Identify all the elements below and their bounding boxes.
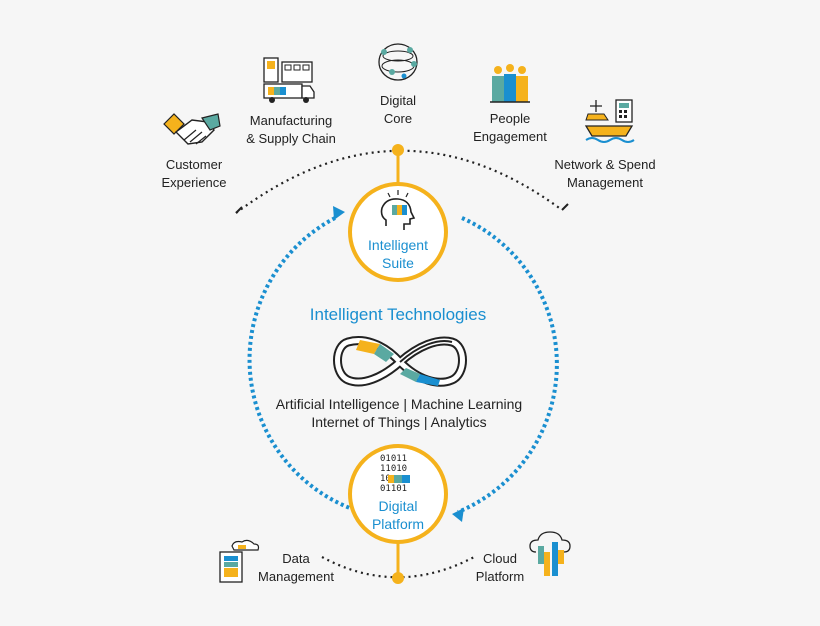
label-digital-core: Digital Core [379,93,417,126]
technologies-line-1: Artificial Intelligence | Machine Learni… [275,396,523,412]
label-network-spend: Network & Spend Management [554,157,656,190]
technologies-title: Intelligent Technologies [309,305,487,324]
cycle-arrow-top [333,206,345,220]
brain-head-icon [380,190,416,230]
binary-block-teal [394,475,402,483]
binary-block-blue [402,475,410,483]
label-people-engagement: People Engagement [473,111,547,144]
data-document-icon [219,539,260,583]
binary-row-2: 11010 [380,464,408,474]
suite-circle [348,182,448,282]
cycle-arrow-bottom [452,508,464,522]
bottom-node-dot [392,572,404,584]
infinity-icon [333,336,467,387]
handshake-icon [163,113,221,145]
binary-row-4: 01101 [380,484,408,494]
cycle-arc-right [457,216,559,514]
network-spend-icon [584,99,635,143]
binary-row-3: 10 [380,474,391,484]
core-sphere-icon [378,43,418,81]
binary-block-orange [388,475,394,483]
cloud-bars-icon [529,531,571,576]
top-node-dot [392,144,404,156]
label-manufacturing-supply-chain: Manufacturing & Supply Chain [246,113,336,146]
cycle-arc-left [247,216,356,512]
platform-circle [348,444,448,544]
label-customer-experience: Customer Experience [161,157,227,190]
label-data-management: Data Management [258,551,334,584]
factory-truck-icon [263,57,315,103]
label-cloud-platform: Cloud Platform [475,551,525,584]
binary-data-icon: 01011 11010 10 01101 [380,455,420,495]
suite-label: Intelligent Suite [368,237,428,271]
people-icon [490,64,530,103]
technologies-line-2: Internet of Things | Analytics [311,414,487,430]
platform-label: Digital Platform [371,498,425,532]
binary-row-1: 01011 [380,454,408,464]
